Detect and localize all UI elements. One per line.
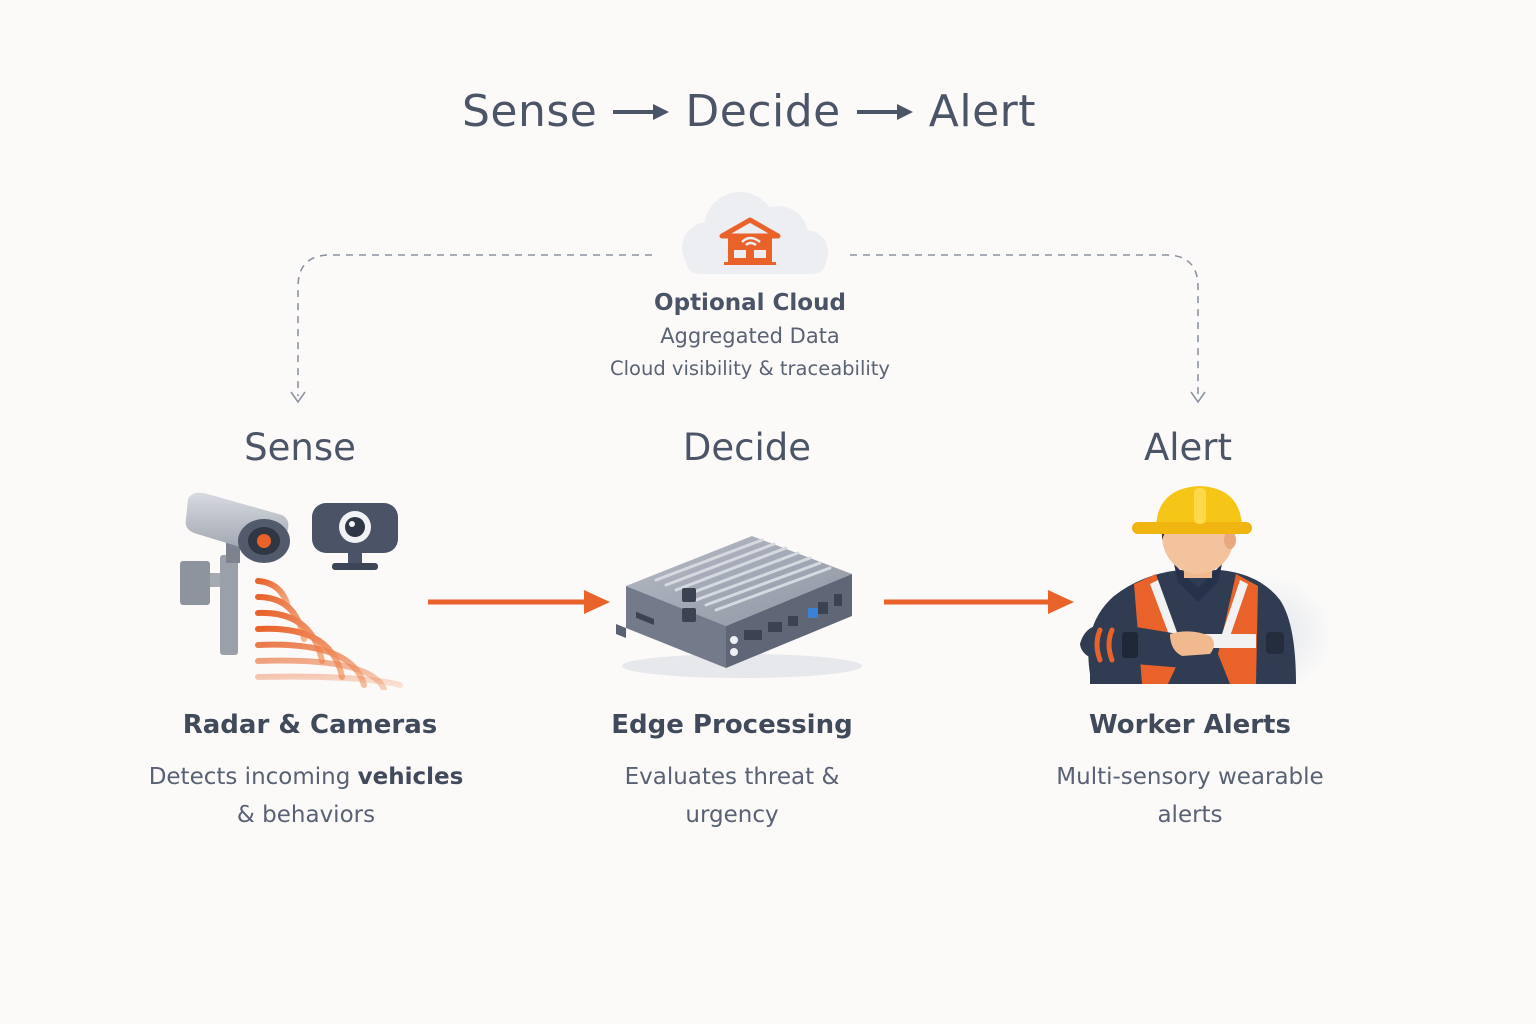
webcam-icon <box>312 503 398 570</box>
stage-name-worker-alerts: Worker Alerts <box>1089 710 1291 740</box>
stage-desc-decide-line2: urgency <box>685 802 779 828</box>
worker-icon <box>1080 486 1332 692</box>
stage-name-edge-processing: Edge Processing <box>611 710 853 740</box>
stage-desc-decide-line1: Evaluates threat & <box>624 764 840 790</box>
stage-desc-sense-line2: & behaviors <box>236 802 376 828</box>
sense-illustration <box>180 492 403 690</box>
stage-desc-alert-line1: Multi-sensory wearable <box>1056 764 1324 790</box>
title-step-decide: Decide <box>685 86 841 137</box>
stage-name-radar-cameras: Radar & Cameras <box>182 710 438 740</box>
stage-desc-sense-bold: vehicles <box>357 764 464 790</box>
stage-desc-alert: Multi-sensory wearable alerts <box>1010 758 1370 834</box>
edge-device-icon <box>616 536 862 678</box>
cloud-visibility: Cloud visibility & traceability <box>610 357 890 380</box>
stage-title-alert: Alert <box>1143 426 1233 469</box>
page-title: Sense Decide Alert <box>0 86 1498 137</box>
cloud-aggregated-data: Aggregated Data <box>660 324 840 348</box>
stage-title-decide: Decide <box>682 426 812 469</box>
stage-desc-sense-line1: Detects incoming vehicles <box>148 764 464 790</box>
dashed-arrowhead-left <box>290 391 306 404</box>
security-camera-icon <box>180 492 290 655</box>
radar-waves-icon <box>255 578 403 690</box>
flow-arrow-icon <box>884 590 1074 614</box>
dashed-connector-right <box>850 254 1199 396</box>
title-arrow-icon <box>613 103 670 120</box>
stage-title-sense: Sense <box>244 426 356 469</box>
stage-desc-alert-line2: alerts <box>1157 802 1223 828</box>
dashed-arrowhead-right <box>1190 391 1206 404</box>
house-signal-icon <box>719 217 781 265</box>
cloud-icon <box>682 192 828 274</box>
cloud-title: Optional Cloud <box>654 290 846 316</box>
title-arrow-icon <box>856 103 913 120</box>
title-step-alert: Alert <box>928 86 1036 137</box>
flow-arrow-icon <box>428 590 610 614</box>
title-step-sense: Sense <box>461 86 598 137</box>
stage-desc-sense: Detects incoming vehicles & behaviors <box>110 758 502 834</box>
stage-desc-decide: Evaluates threat & urgency <box>562 758 902 834</box>
